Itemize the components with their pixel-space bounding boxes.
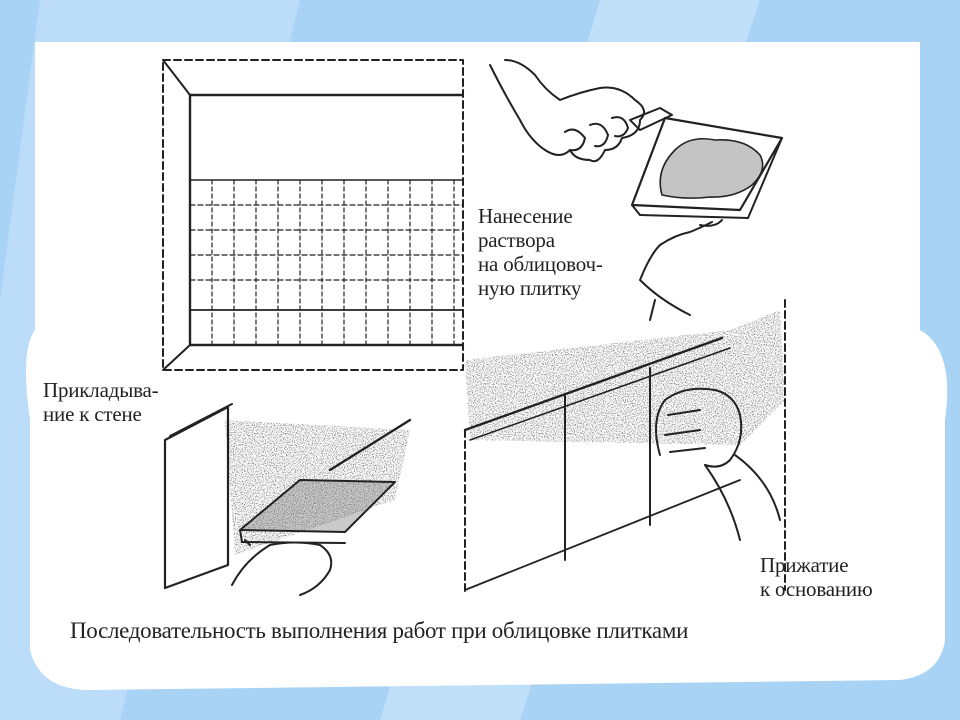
upper-hand-outline [489,59,645,163]
mortar-application-panel [489,59,784,321]
finger-3 [611,116,629,138]
tile-thickness-side [747,137,783,219]
floor-corner-line [162,344,191,371]
held-tile [239,479,396,533]
tile-thickness-edge [631,204,641,216]
tiled-room-panel [162,59,465,371]
room-outer-frame [162,59,464,371]
tile-row-top-edge-2 [469,347,731,441]
figure-caption: Последовательность выполнения работ при … [70,618,689,643]
label-apply-to-wall: Прикладыва- ние к стене [43,378,159,426]
label-press-to-base: Прижатие к основанию [760,553,873,601]
lower-hand-outline [639,219,723,321]
finger-2 [589,122,609,148]
held-tile-edge [239,529,243,543]
mortar-lump [659,137,764,199]
finger-1 [564,128,586,152]
tile-row-top-edge [463,336,724,432]
label-apply-mortar: Нанесение раствора на облицовоч- ную пли… [478,204,603,300]
pressing-arm [704,454,781,541]
tile-thickness-bottom [639,214,749,219]
trowel-handle [629,107,673,131]
tile-grid [189,179,464,346]
lower-hand-3 [231,539,333,596]
pressing-fist [655,387,743,468]
trowel-blade [328,418,412,472]
tile-row-mid-edge [464,479,741,591]
panel-4-frame [464,299,786,596]
placed-tile-edge [169,403,233,437]
ceiling-corner-line [162,59,191,96]
